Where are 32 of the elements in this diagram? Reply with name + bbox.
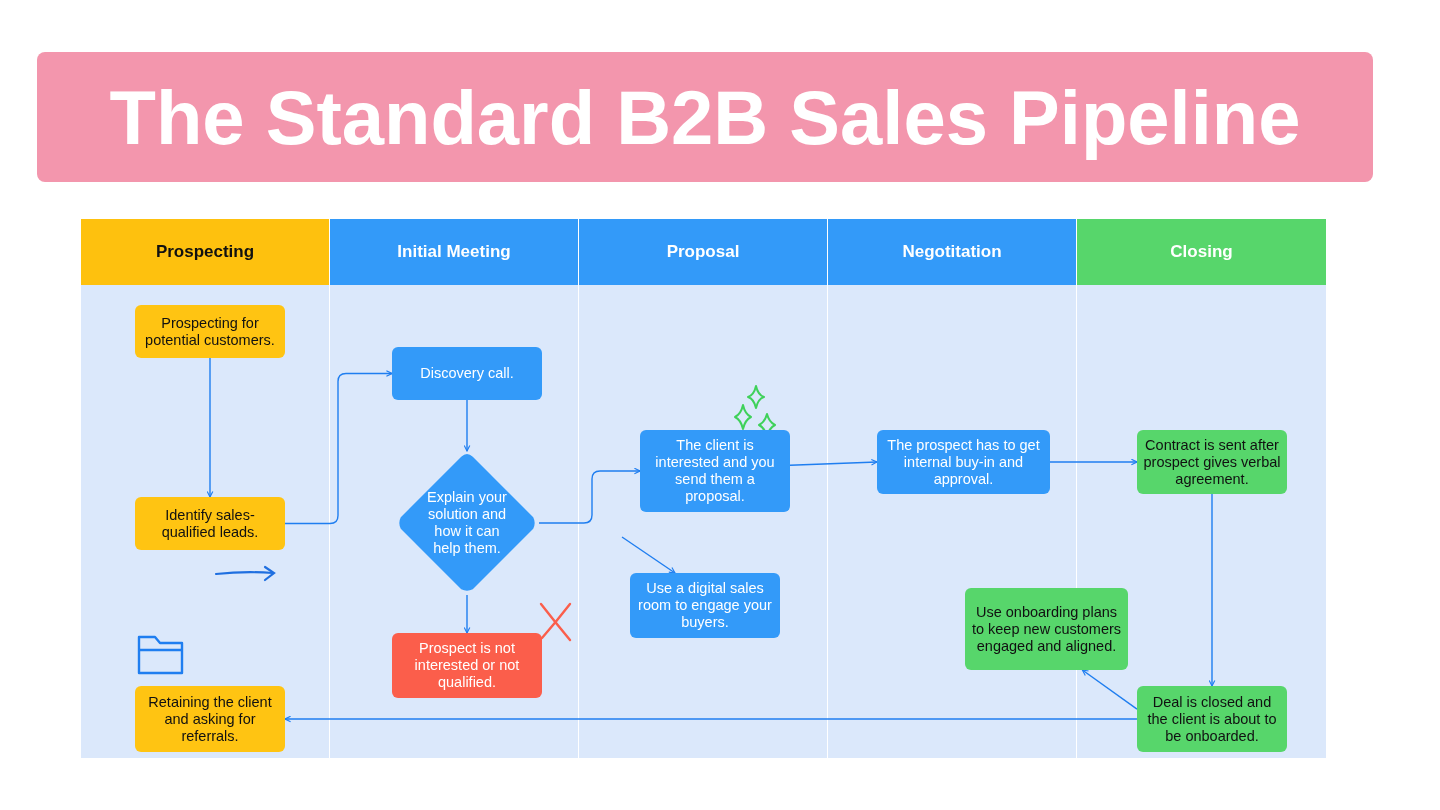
lane-header: Negotitation (828, 219, 1076, 285)
lane-header: Initial Meeting (330, 219, 578, 285)
process-box: Contract is sent after prospect gives verbal agreement. (1137, 430, 1287, 494)
arrow (206, 357, 214, 498)
node-text: Explain your solution and how it can help them. (426, 489, 508, 557)
arrow (538, 467, 641, 524)
lane-header: Proposal (579, 219, 827, 285)
process-box: Discovery call. (392, 347, 542, 400)
process-box: Prospect is not interested or not qualified. (392, 633, 542, 698)
arrow (284, 370, 393, 525)
swimlane (579, 219, 827, 758)
title-banner: The Standard B2B Sales Pipeline (37, 52, 1373, 182)
process-box: The client is interested and you send them a proposal. (640, 430, 790, 512)
lane-header: Closing (1077, 219, 1326, 285)
process-box: The prospect has to get internal buy-in and approval. (877, 430, 1050, 494)
arrow (789, 458, 878, 466)
lane-header: Prospecting (81, 219, 329, 285)
arrow (284, 715, 1138, 723)
arrow (1208, 493, 1216, 687)
arrow (621, 536, 676, 574)
swimlane (330, 219, 578, 758)
arrow (1081, 669, 1138, 710)
process-box: Identify sales-qualified leads. (135, 497, 285, 550)
process-box: Use a digital sales room to engage your buyers. (630, 573, 780, 638)
process-box: Use onboarding plans to keep new customers engaged and aligned. (965, 588, 1128, 670)
arrow (463, 594, 471, 634)
process-box: Deal is closed and the client is about to be onboarded. (1137, 686, 1287, 752)
process-box: Retaining the client and asking for referrals. (135, 686, 285, 752)
arrow (1049, 458, 1138, 466)
swimlane (81, 219, 329, 758)
process-box: Prospecting for potential customers. (135, 305, 285, 358)
arrow (463, 399, 471, 452)
